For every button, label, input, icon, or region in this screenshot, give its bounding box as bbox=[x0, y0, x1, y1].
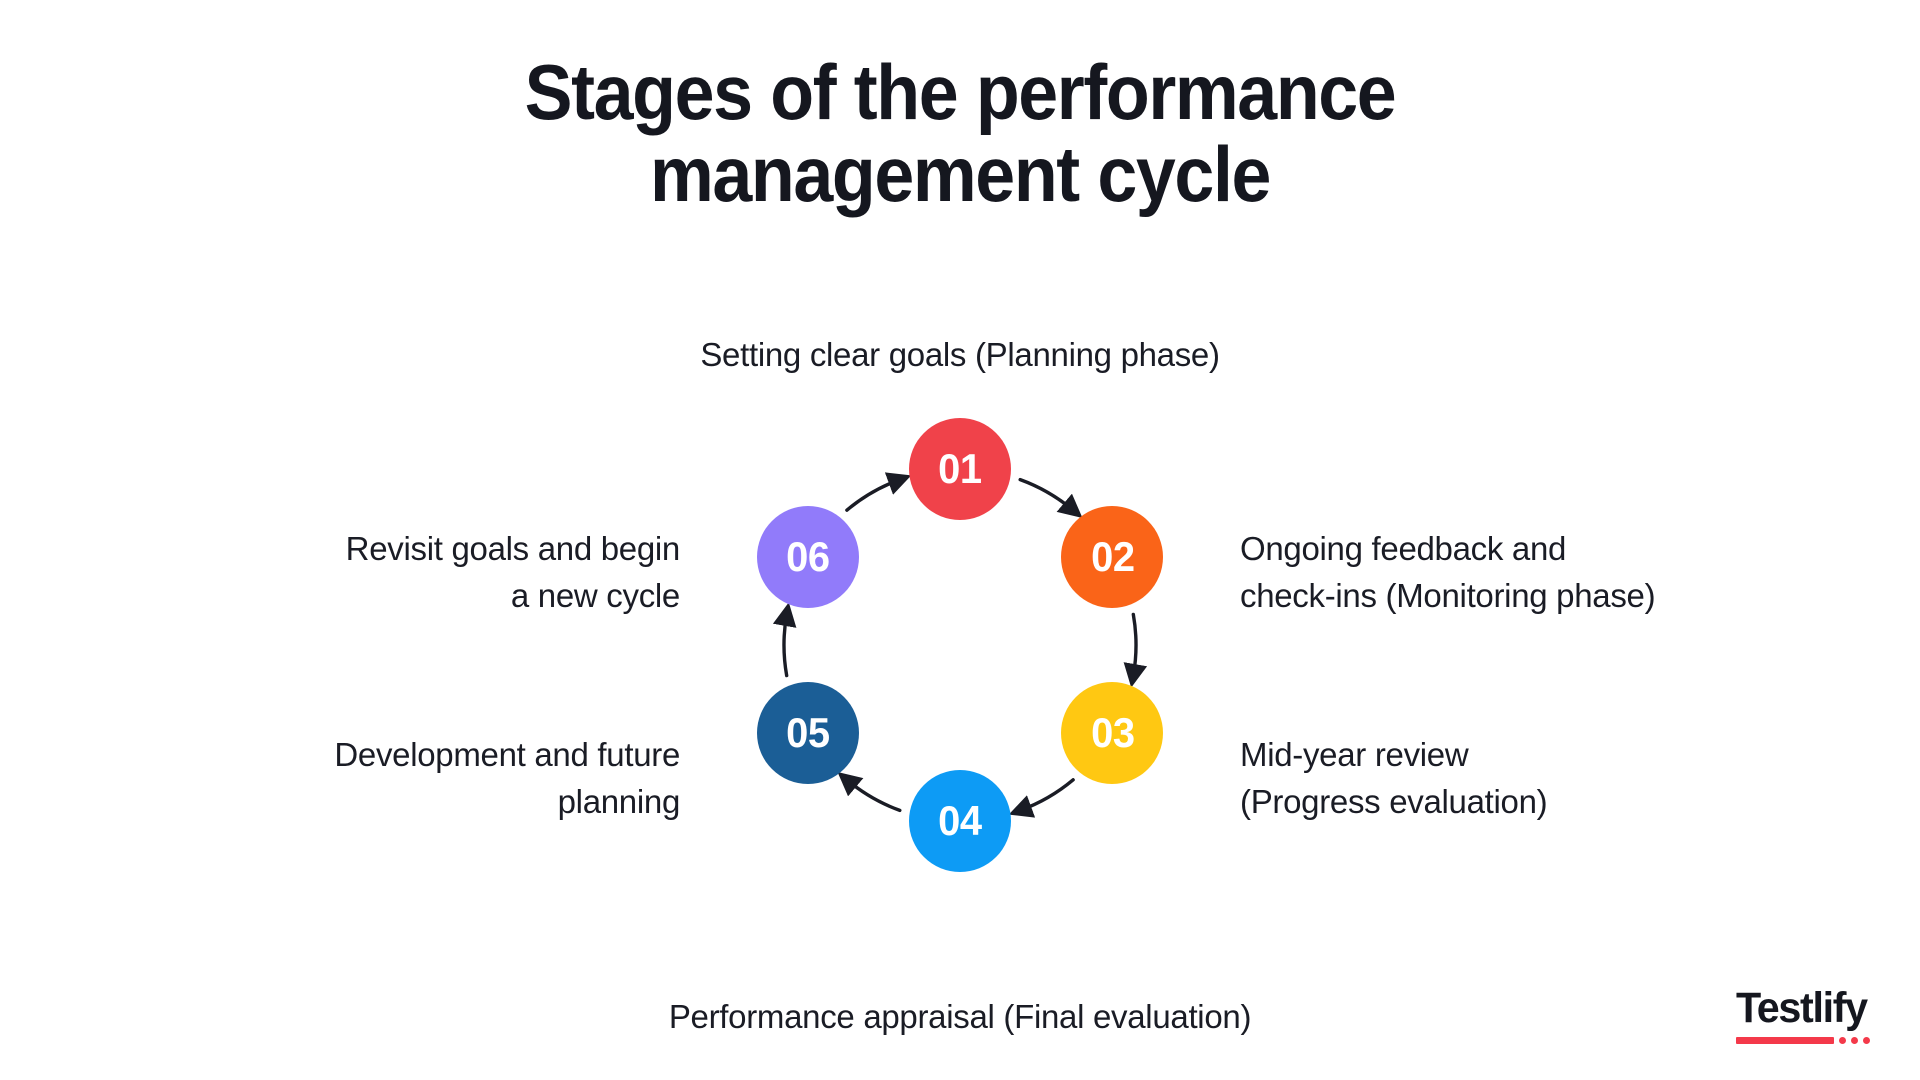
cycle-arrow-03-to-04 bbox=[1008, 778, 1075, 818]
step-label-02-line-2: check-ins (Monitoring phase) bbox=[1240, 576, 1656, 614]
logo-wordmark-row: Testlify bbox=[1736, 987, 1872, 1030]
step-label-06-line-1: Revisit goals and begin bbox=[345, 530, 681, 567]
cycle-node-04-number: 04 bbox=[938, 797, 982, 844]
cycle-node-06-number: 06 bbox=[785, 533, 830, 580]
page-title: Stages of the performance management cyc… bbox=[77, 48, 1843, 218]
logo-dot-1 bbox=[1838, 1037, 1846, 1044]
cycle-node-04[interactable]: 04 bbox=[909, 770, 1011, 872]
step-label-03-line-1: Mid-year review bbox=[1240, 736, 1469, 773]
cycle-arrow-05-to-06 bbox=[772, 602, 797, 678]
step-label-05: Development and future planning bbox=[60, 732, 680, 826]
testlify-logo[interactable]: Testlify bbox=[1735, 987, 1872, 1044]
step-label-05-line-1: Development and future bbox=[334, 736, 680, 773]
step-label-02-line-1: Ongoing feedback and bbox=[1240, 530, 1567, 567]
cycle-node-01-number: 01 bbox=[938, 445, 982, 492]
step-label-02: Ongoing feedback and check-ins (Monitori… bbox=[1240, 526, 1860, 620]
step-label-06-line-2: a new cycle bbox=[510, 576, 680, 614]
cycle-node-02-number: 02 bbox=[1090, 533, 1135, 580]
logo-underline bbox=[1735, 1037, 1870, 1044]
step-label-04: Performance appraisal (Final evaluation) bbox=[668, 998, 1252, 1035]
step-label-03: Mid-year review (Progress evaluation) bbox=[1240, 732, 1860, 826]
cycle-node-02[interactable]: 02 bbox=[1061, 506, 1164, 608]
cycle-arrow-06-to-01 bbox=[845, 472, 912, 512]
step-label-03-line-2: (Progress evaluation) bbox=[1240, 782, 1548, 820]
cycle-arrow-01-to-02 bbox=[1018, 477, 1083, 519]
cycle-node-05[interactable]: 05 bbox=[756, 682, 859, 784]
cycle-node-03[interactable]: 03 bbox=[1061, 682, 1164, 784]
cycle-node-03-number: 03 bbox=[1090, 709, 1135, 756]
cycle-node-05-number: 05 bbox=[785, 709, 830, 756]
page-title-line-2: management cycle bbox=[649, 129, 1271, 218]
page-title-line-1: Stages of the performance bbox=[524, 48, 1397, 136]
logo-dot-2 bbox=[1850, 1037, 1858, 1044]
cycle-node-06[interactable]: 06 bbox=[756, 506, 859, 608]
cycle-arrow-04-to-05 bbox=[837, 771, 902, 813]
cycle-node-01[interactable]: 01 bbox=[909, 418, 1011, 520]
logo-underline-bar bbox=[1735, 1037, 1834, 1044]
step-label-01: Setting clear goals (Planning phase) bbox=[700, 336, 1220, 373]
step-label-06: Revisit goals and begin a new cycle bbox=[60, 526, 681, 620]
logo-dot-3 bbox=[1862, 1037, 1870, 1044]
step-label-05-line-2: planning bbox=[557, 782, 681, 820]
logo-wordmark: Testlify bbox=[1735, 984, 1868, 1032]
cycle-arrow-02-to-03 bbox=[1123, 612, 1148, 688]
